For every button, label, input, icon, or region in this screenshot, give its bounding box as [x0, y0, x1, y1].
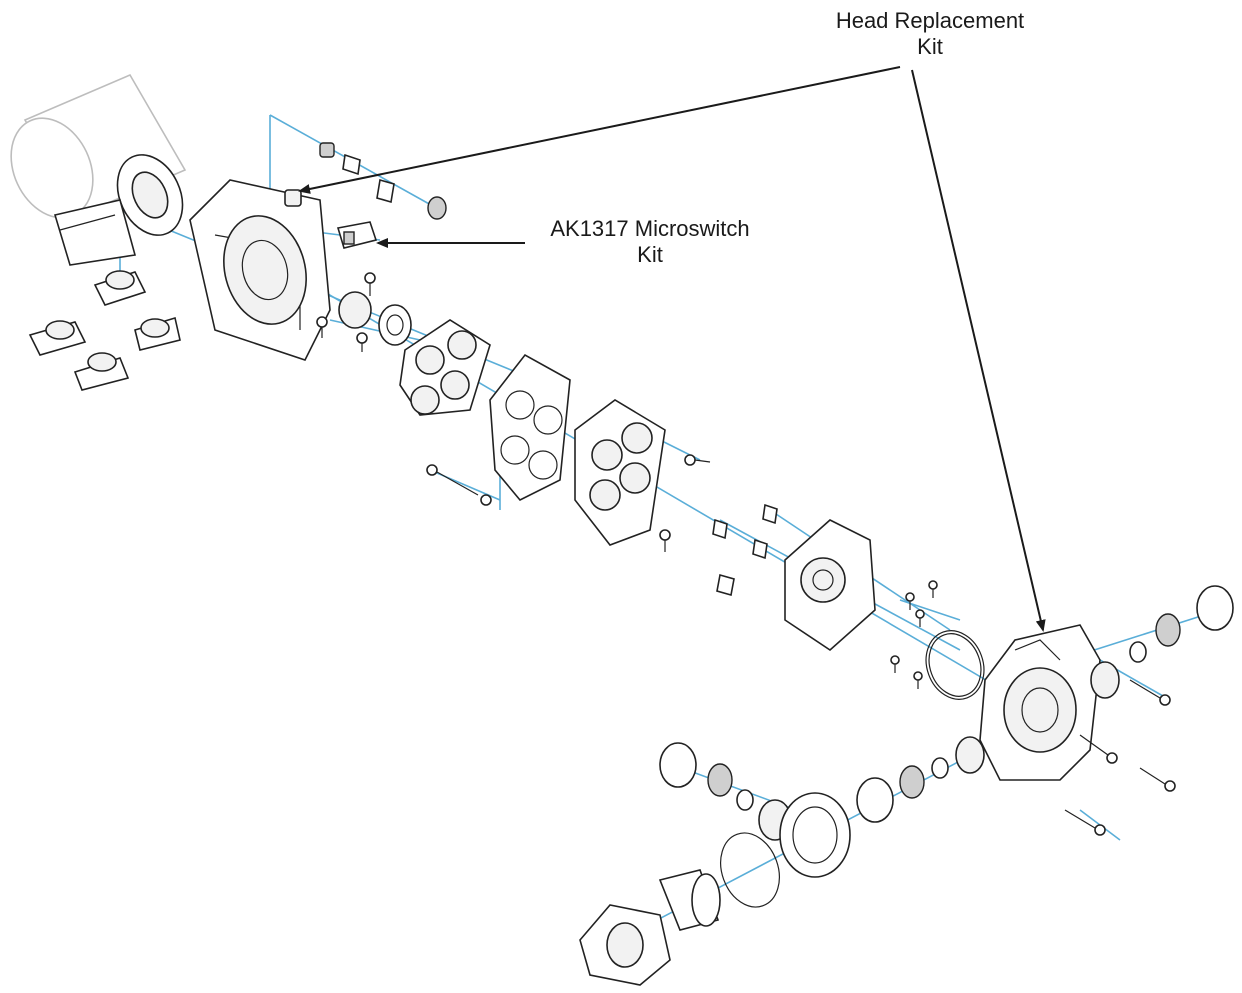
long-screw: [426, 464, 492, 506]
strainer-assembly: [579, 742, 851, 986]
outlet-fittings: [1090, 585, 1234, 699]
head-screw-4: [1064, 809, 1106, 836]
switch-kit-line2: Kit: [637, 242, 663, 267]
head-kit-line2: Kit: [917, 34, 943, 59]
check-valves: [712, 503, 778, 597]
screw-e: [659, 529, 671, 552]
head-kit-line1: Head Replacement: [835, 8, 1025, 33]
cam-bearing: [338, 291, 412, 346]
screw-j: [913, 671, 923, 689]
wobble-plate: [399, 319, 491, 416]
screw-g: [905, 592, 915, 610]
diaphragm: [489, 353, 571, 501]
motor: [10, 73, 187, 266]
screw-a: [364, 272, 376, 296]
foot-2: [28, 320, 87, 356]
inlet-fittings: [856, 736, 985, 823]
foot-4: [73, 352, 130, 391]
screw-f: [928, 580, 938, 598]
callout-leaders: [298, 66, 1046, 632]
valve-housing: [784, 519, 876, 652]
screw-b: [316, 316, 328, 338]
head-leader-to-head: [911, 69, 1046, 632]
screw-i: [890, 655, 900, 673]
foot-1: [93, 270, 147, 306]
head-screw-1: [1129, 679, 1171, 706]
foot-3: [134, 316, 181, 351]
pump-head: [979, 624, 1101, 781]
head-leader-to-cover: [298, 66, 901, 194]
microswitch-kit-label: AK1317 Microswitch Kit: [520, 216, 780, 268]
head-screw-3: [1139, 767, 1176, 792]
switch-kit-line1: AK1317 Microswitch: [550, 216, 750, 241]
piston-housing: [574, 399, 666, 546]
mounting-feet: [28, 270, 181, 391]
o-ring: [925, 630, 985, 700]
head-screw-2: [1079, 734, 1118, 764]
head-replacement-kit-label: Head Replacement Kit: [800, 8, 1060, 60]
screws: [316, 272, 938, 689]
head-screws: [1064, 679, 1176, 836]
screw-h: [915, 609, 925, 627]
screw-d: [684, 454, 711, 466]
screw-c: [356, 332, 368, 352]
microswitch-parts: [284, 142, 447, 249]
end-bracket: [189, 179, 331, 361]
